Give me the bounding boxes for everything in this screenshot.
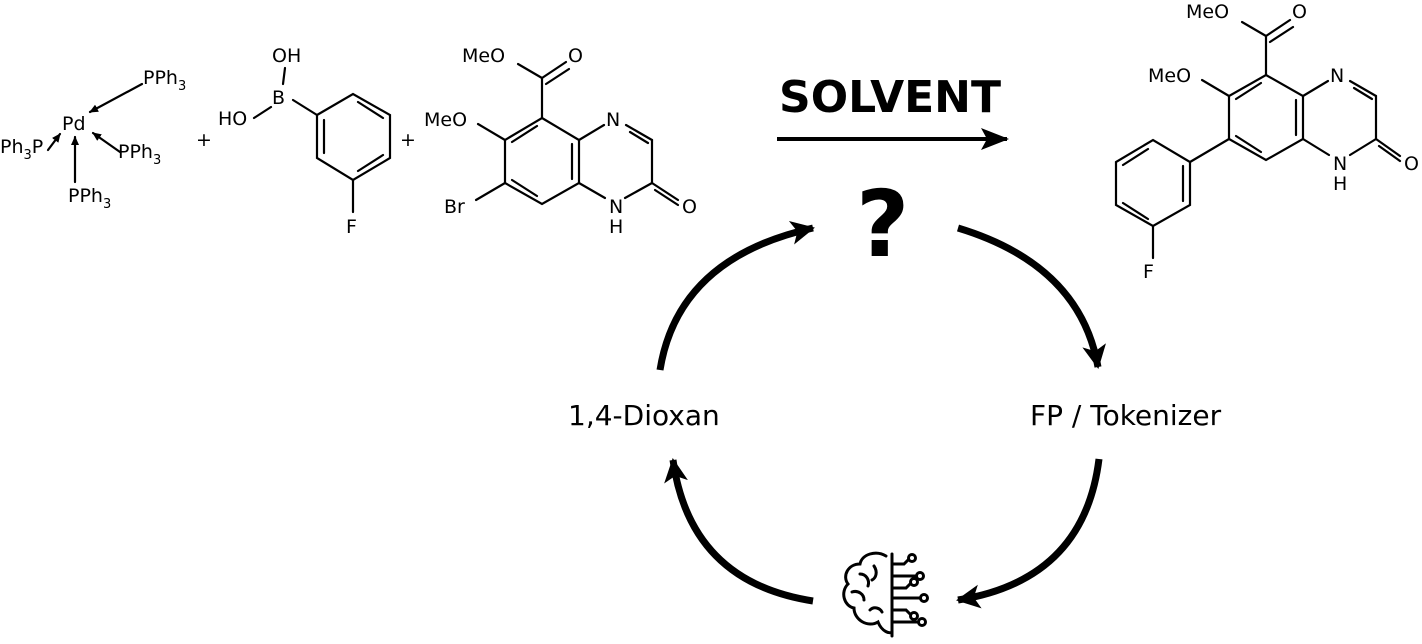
lactam-o-label: O: [682, 196, 697, 218]
pph3-bottom-label: PPh3: [68, 185, 111, 212]
pd-tetrakis-complex: Pd PPh3 PPh3 PPh3 Ph3P: [0, 67, 186, 212]
bromo-quinoxalinone: MeO O MeO N Br N H O: [424, 45, 697, 238]
product-methoxy-label: MeO: [1148, 65, 1191, 87]
nh-n-label: N: [609, 196, 623, 218]
dative-bond-right: [91, 131, 122, 154]
product-lactam-o-label: O: [1404, 153, 1419, 175]
cycle-arrow-bottom-left: [664, 458, 814, 605]
product-nh-n-label: N: [1333, 153, 1347, 175]
fluoro-label: F: [346, 216, 357, 238]
ester-carbonyl-o-label: O: [568, 45, 583, 67]
product-ester-meo-label: MeO: [1186, 1, 1229, 23]
product-ester-o-label: O: [1292, 1, 1307, 23]
pph3-right-label: PPh3: [118, 141, 161, 168]
bromo-label: Br: [444, 196, 465, 218]
pph3-top-label: PPh3: [143, 67, 186, 94]
ph3p-left-label: Ph3P: [0, 136, 43, 163]
nh-h-label: H: [609, 216, 623, 238]
featurizer-label: FP / Tokenizer: [1030, 399, 1222, 432]
product-nh-h-label: H: [1333, 173, 1347, 195]
cycle-arrow-top-left: [656, 221, 815, 371]
product-quinoxalinone: MeO O MeO N N H O F: [1114, 1, 1419, 283]
plus-sign-2: +: [400, 129, 416, 151]
oh-label: OH: [272, 45, 301, 67]
solvent-label: SOLVENT: [779, 72, 1001, 123]
dative-bond-top: [88, 82, 144, 114]
plus-sign-1: +: [196, 129, 212, 151]
ho-label: HO: [218, 108, 247, 130]
methoxy-label: MeO: [424, 109, 467, 131]
pd-label: Pd: [62, 113, 86, 135]
brain-circuit-icon: [842, 551, 929, 638]
cycle-arrow-bottom-right: [956, 458, 1103, 609]
question-mark: ?: [856, 171, 909, 278]
cycle-arrow-top-right: [956, 224, 1106, 369]
boron-label: B: [272, 87, 285, 109]
product-n4-label: N: [1330, 65, 1344, 87]
n4-label: N: [606, 109, 620, 131]
fluorophenylboronic-acid: OH HO B F: [218, 45, 392, 238]
product-fluoro-label: F: [1143, 261, 1154, 283]
solvent-prediction-label: 1,4-Dioxan: [568, 399, 720, 432]
ester-meo-label: MeO: [462, 45, 505, 67]
dative-bond-left: [46, 132, 62, 152]
